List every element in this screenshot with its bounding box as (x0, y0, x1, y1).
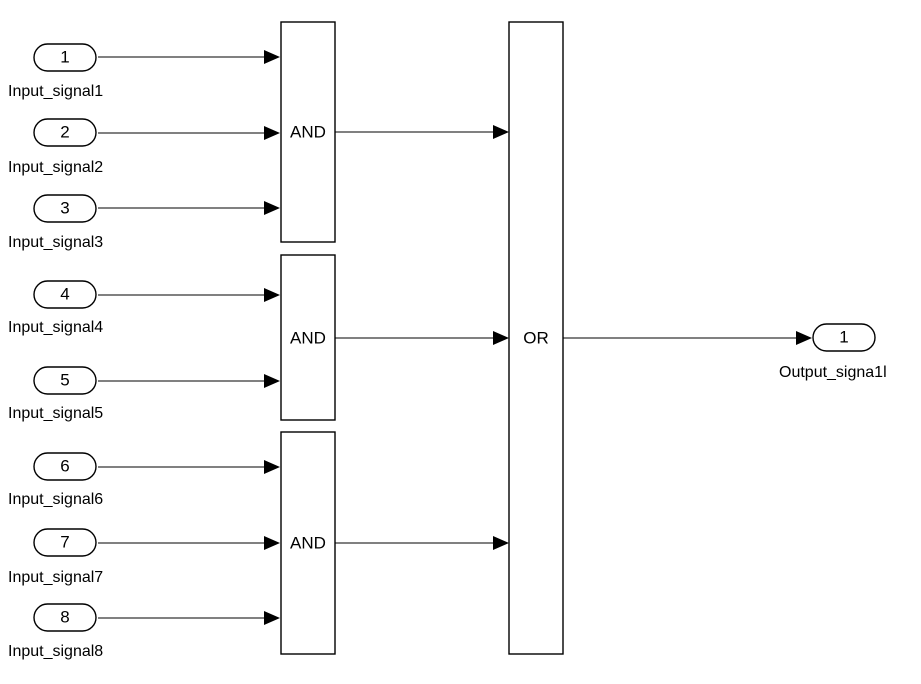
input-port-5-body[interactable] (33, 366, 97, 395)
input-port-6-number: 6 (60, 456, 69, 475)
and-block-2-label: AND (290, 328, 326, 347)
input-port-5-label: Input_signal5 (8, 405, 103, 422)
output-port-body[interactable] (812, 323, 876, 352)
input-port-7-number: 7 (60, 532, 69, 551)
arrowhead-or-input-1 (493, 125, 509, 139)
and-block-3-label: AND (290, 533, 326, 552)
input-port-2-number: 2 (60, 122, 69, 141)
input-port-3[interactable]: 3 Input_signal3 (8, 194, 103, 251)
input-port-8[interactable]: 8 Input_signal8 (8, 603, 103, 660)
input-port-3-body[interactable] (33, 194, 97, 223)
and-block-3-body[interactable] (280, 431, 336, 655)
and-block-1-body[interactable] (280, 21, 336, 243)
arrowhead-output (796, 331, 812, 345)
input-port-7-body[interactable] (33, 528, 97, 557)
input-port-5-number: 5 (60, 370, 69, 389)
input-port-7-label: Input_signal7 (8, 569, 103, 586)
arrowhead-and-1-input-3 (264, 201, 280, 215)
input-port-4-body[interactable] (33, 280, 97, 309)
output-port-number: 1 (839, 327, 848, 346)
arrowheads (264, 50, 812, 625)
input-port-4-number: 4 (60, 284, 69, 303)
arrowhead-and-2-input-2 (264, 374, 280, 388)
and-block-2[interactable]: AND (280, 254, 336, 421)
input-port-7[interactable]: 7 Input_signal7 (8, 528, 103, 586)
input-port-3-number: 3 (60, 198, 69, 217)
and-block-2-body[interactable] (280, 254, 336, 421)
input-port-1-body[interactable] (33, 43, 97, 72)
input-port-4-label: Input_signal4 (8, 319, 103, 336)
arrowhead-and-1-input-1 (264, 50, 280, 64)
input-port-2-body[interactable] (33, 118, 97, 147)
or-block-label: OR (523, 328, 549, 347)
input-port-6[interactable]: 6 Input_signal6 (8, 452, 103, 508)
input-ports: 1 Input_signal1 2 Input_signal2 3 Input_… (8, 43, 103, 660)
input-port-8-body[interactable] (33, 603, 97, 632)
and-block-1[interactable]: AND (280, 21, 336, 243)
and-block-3[interactable]: AND (280, 431, 336, 655)
arrowhead-and-2-input-1 (264, 288, 280, 302)
input-port-1[interactable]: 1 Input_signal1 (8, 43, 103, 100)
input-port-6-body[interactable] (33, 452, 97, 481)
input-port-5[interactable]: 5 Input_signal5 (8, 366, 103, 422)
and-block-1-label: AND (290, 122, 326, 141)
input-port-8-label: Input_signal8 (8, 643, 103, 660)
and-blocks: AND AND AND (280, 21, 336, 655)
input-port-4[interactable]: 4 Input_signal4 (8, 280, 103, 336)
input-port-1-number: 1 (60, 47, 69, 66)
output-port-label: Output_signa1l (779, 364, 887, 381)
input-port-2[interactable]: 2 Input_signal2 (8, 118, 103, 176)
input-port-6-label: Input_signal6 (8, 491, 103, 508)
or-block-body[interactable] (508, 21, 564, 655)
input-port-1-label: Input_signal1 (8, 83, 103, 100)
input-port-8-number: 8 (60, 607, 69, 626)
or-block[interactable]: OR (508, 21, 564, 655)
arrowhead-or-input-3 (493, 536, 509, 550)
arrowhead-and-1-input-2 (264, 126, 280, 140)
arrowhead-and-3-input-3 (264, 611, 280, 625)
arrowhead-and-3-input-2 (264, 536, 280, 550)
signal-lines (98, 56, 796, 619)
arrowhead-or-input-2 (493, 331, 509, 345)
input-port-3-label: Input_signal3 (8, 234, 103, 251)
arrowhead-and-3-input-1 (264, 460, 280, 474)
input-port-2-label: Input_signal2 (8, 159, 103, 176)
output-port[interactable]: 1 Output_signa1l (779, 323, 887, 381)
